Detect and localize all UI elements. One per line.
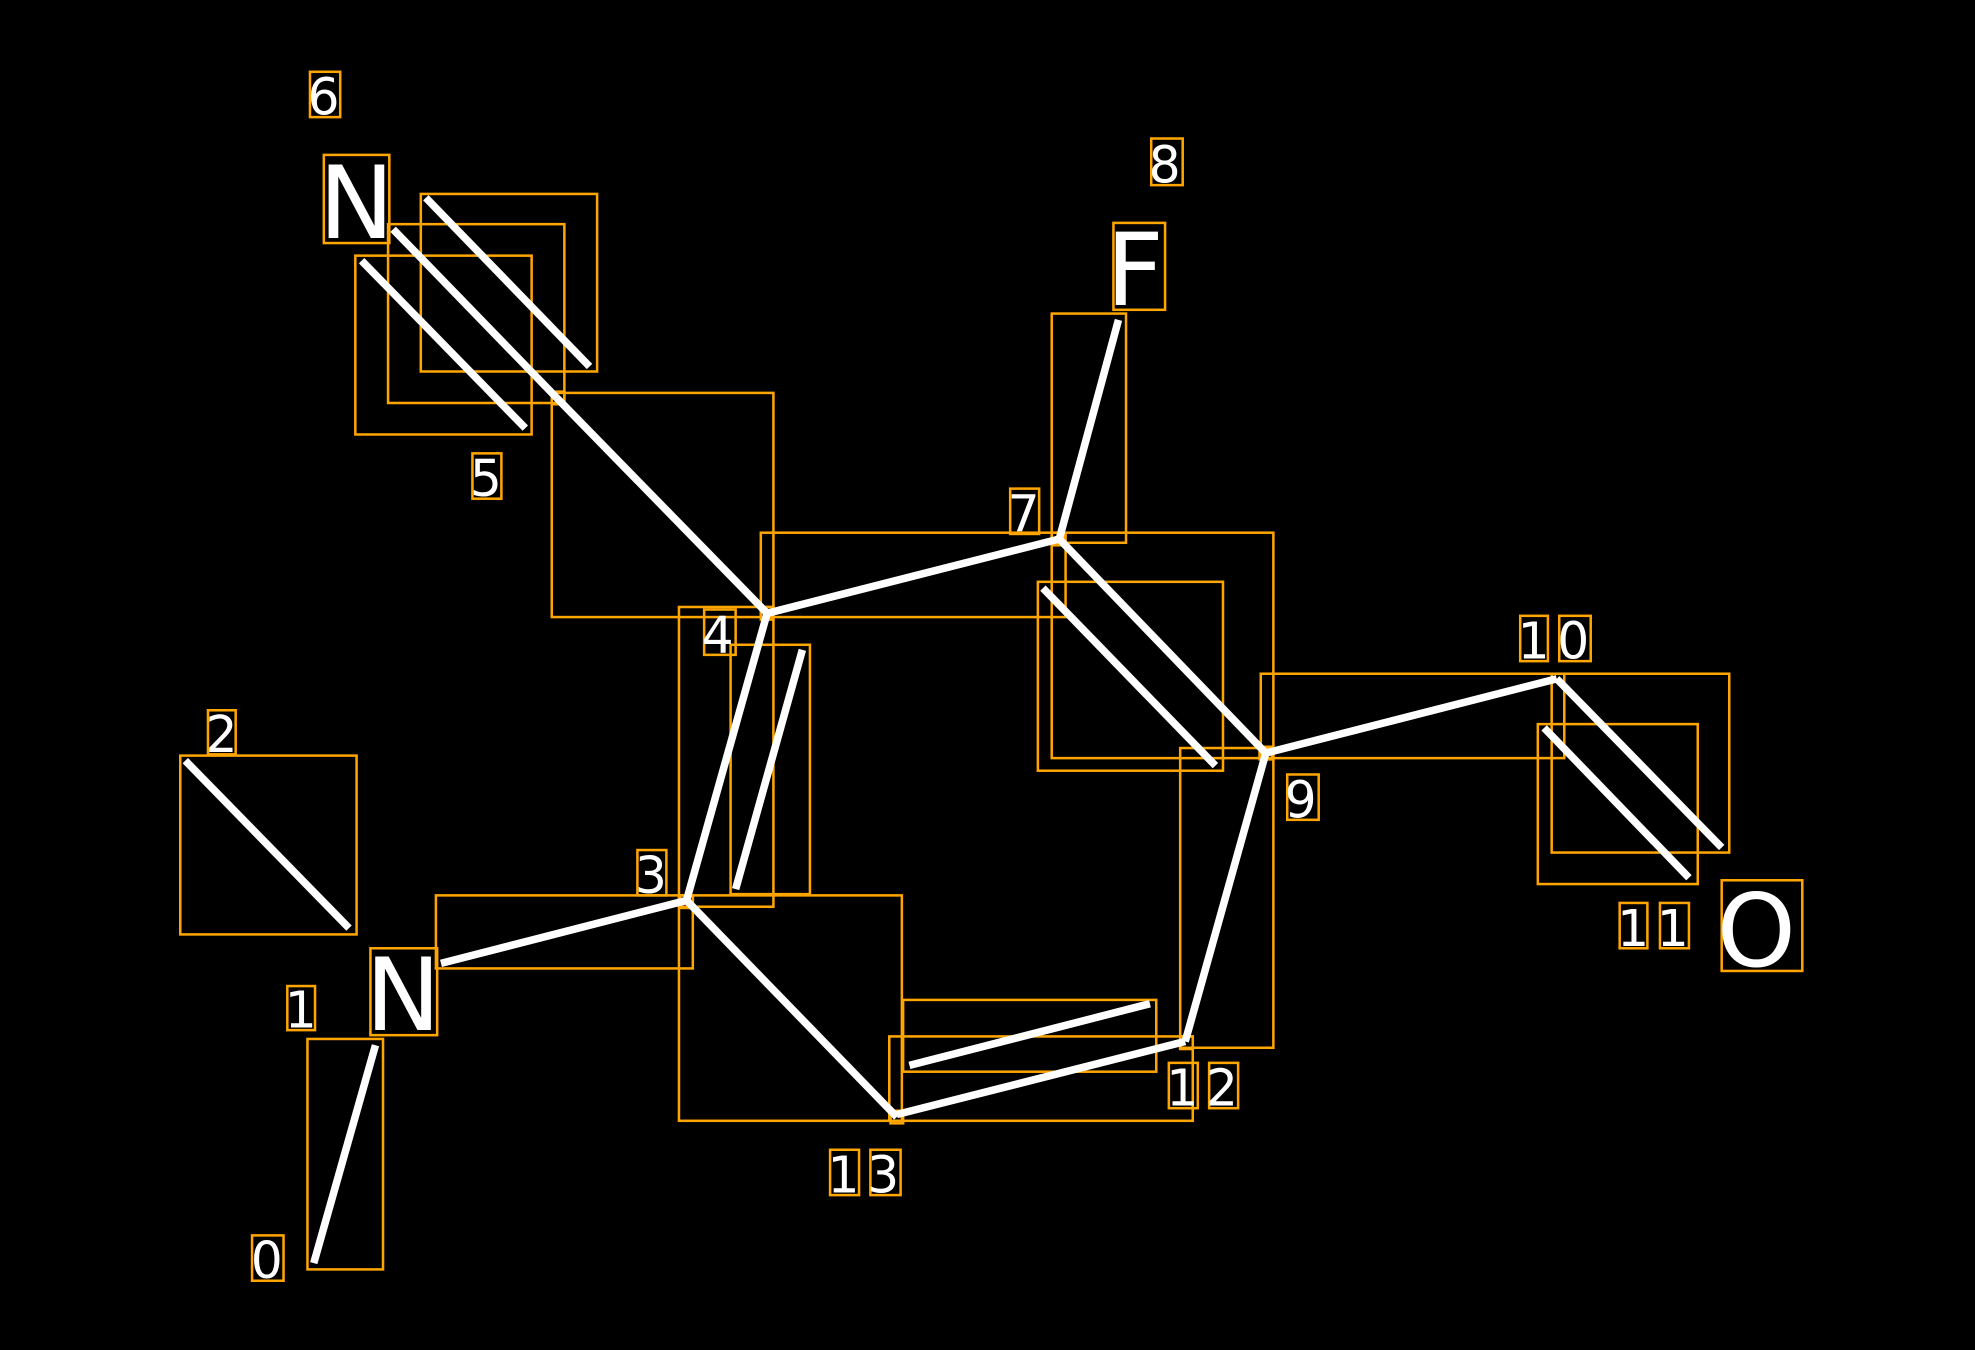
bounding-box xyxy=(1536,722,1700,886)
bounding-box xyxy=(550,391,775,619)
index-13: 13 xyxy=(828,1146,907,1205)
bounding-box xyxy=(702,608,737,657)
bounding-box xyxy=(434,894,695,970)
index-5: 5 xyxy=(470,449,502,508)
atom-labels: N F N O xyxy=(319,144,1796,1054)
index-8: 8 xyxy=(1149,136,1181,195)
index-labels: 0 1 2 3 4 5 6 7 8 9 10 11 12 13 xyxy=(205,68,1696,1291)
atom-n-bottom: N xyxy=(365,936,440,1054)
bounding-box xyxy=(1557,614,1592,663)
bond-line xyxy=(182,757,352,931)
bond-line xyxy=(1055,318,1123,540)
bond-line xyxy=(390,226,560,401)
bond-line xyxy=(1040,585,1219,769)
bounding-box xyxy=(286,984,317,1032)
index-3: 3 xyxy=(635,846,667,905)
bounding-box xyxy=(419,192,599,373)
bounding-box xyxy=(1167,1061,1200,1110)
bond-line xyxy=(766,535,1061,617)
bounding-box xyxy=(1518,614,1550,663)
bounding-box xyxy=(1008,487,1041,536)
bounding-box xyxy=(888,1035,1195,1123)
bounding-box xyxy=(1285,773,1320,822)
bounding-box xyxy=(308,70,342,119)
bounding-boxes xyxy=(179,70,1804,1282)
bond-line xyxy=(731,648,807,891)
bounding-box xyxy=(369,947,439,1037)
index-0: 0 xyxy=(251,1231,283,1290)
bounding-box xyxy=(386,222,566,405)
bond-line xyxy=(310,1044,380,1265)
index-12: 12 xyxy=(1166,1059,1245,1118)
bounding-box xyxy=(206,709,237,756)
bond-line xyxy=(682,612,771,902)
index-10: 10 xyxy=(1518,612,1597,671)
index-1: 1 xyxy=(285,981,317,1040)
bond-line xyxy=(683,897,900,1120)
index-2: 2 xyxy=(205,705,237,764)
bounding-box xyxy=(322,153,391,245)
bond-line xyxy=(1541,725,1692,881)
bounding-box xyxy=(306,1037,385,1271)
bounding-box xyxy=(1050,531,1275,760)
index-7: 7 xyxy=(1008,484,1040,543)
bounding-box xyxy=(901,998,1158,1073)
bond-line xyxy=(1181,752,1270,1043)
bounding-box xyxy=(1658,901,1691,950)
bond-line xyxy=(423,195,593,370)
bond-line xyxy=(895,1037,1187,1119)
bounding-box xyxy=(1550,672,1731,854)
bounding-box xyxy=(828,1148,861,1197)
index-6: 6 xyxy=(307,68,339,127)
bounding-box xyxy=(1036,580,1225,772)
bounding-box xyxy=(1149,137,1184,187)
index-4: 4 xyxy=(702,605,734,664)
bond-line xyxy=(440,896,688,968)
bond-line xyxy=(554,395,770,616)
bond-line xyxy=(1264,675,1558,757)
bond-line xyxy=(1554,676,1725,851)
bounding-box xyxy=(250,1234,285,1282)
atom-o: O xyxy=(1717,872,1796,990)
index-11: 11 xyxy=(1617,899,1696,958)
atom-n-top: N xyxy=(319,144,394,262)
bounding-box xyxy=(759,531,1067,619)
bounding-box xyxy=(1720,879,1804,973)
bond-line xyxy=(908,1000,1151,1070)
bounding-box xyxy=(471,452,503,500)
index-9: 9 xyxy=(1285,770,1317,829)
bond-line xyxy=(1056,536,1269,756)
bond-line xyxy=(358,258,529,431)
bonds xyxy=(182,195,1725,1265)
bounding-box xyxy=(1050,312,1128,545)
bounding-box xyxy=(1259,672,1566,760)
bounding-box xyxy=(1112,221,1167,312)
bounding-box xyxy=(179,754,358,936)
bounding-box xyxy=(636,848,668,897)
bounding-box xyxy=(1618,901,1649,950)
bounding-box xyxy=(869,1148,902,1197)
bounding-box xyxy=(1207,1061,1240,1110)
bounding-box xyxy=(354,254,533,436)
atom-f: F xyxy=(1106,211,1164,329)
bounding-box xyxy=(1178,746,1275,1050)
